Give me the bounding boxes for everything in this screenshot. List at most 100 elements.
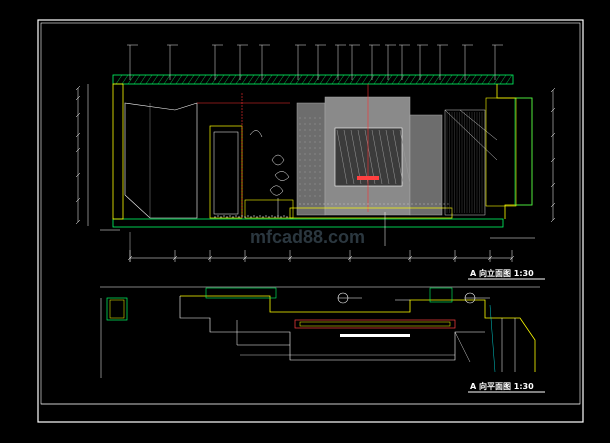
slab-hatch-line xyxy=(235,74,243,85)
plan-view xyxy=(100,286,540,378)
gravel-dot xyxy=(280,216,282,218)
panel-dot xyxy=(304,171,306,173)
gravel-dot xyxy=(274,216,276,218)
console-dot xyxy=(403,203,405,205)
panel-dot xyxy=(314,183,316,185)
slab-hatch-line xyxy=(421,74,429,85)
panel-dot xyxy=(299,177,301,179)
slab-hatch-line xyxy=(427,74,435,85)
panel-dot xyxy=(299,189,301,191)
panel-dot xyxy=(299,159,301,161)
slab-hatch-line xyxy=(193,74,201,85)
console-dot xyxy=(315,203,317,205)
dim-tick xyxy=(550,132,556,138)
slab-hatch-line xyxy=(181,74,189,85)
panel-dot xyxy=(304,117,306,119)
panel-dot xyxy=(299,129,301,131)
console-dot xyxy=(355,203,357,205)
dim-tick xyxy=(550,157,556,163)
panel-dot xyxy=(319,135,321,137)
panel-dot xyxy=(319,159,321,161)
gravel-dot xyxy=(253,215,255,217)
ceiling-slab xyxy=(112,74,514,85)
tv-texture-line xyxy=(350,129,362,185)
panel-dot xyxy=(309,159,311,161)
console-dot xyxy=(399,203,401,205)
panel-dot xyxy=(304,153,306,155)
console-dot xyxy=(303,203,305,205)
slab-hatch-line xyxy=(241,74,249,85)
slab-hatch-line xyxy=(463,74,471,85)
panel-dot xyxy=(304,135,306,137)
slab-hatch-line xyxy=(409,74,417,85)
slab-hatch-line xyxy=(187,74,195,85)
panel-dot xyxy=(299,183,301,185)
panel-dot xyxy=(309,195,311,197)
gravel-dot xyxy=(271,215,273,217)
red-label-block xyxy=(357,176,379,180)
right-wall xyxy=(496,84,533,219)
panel-dot xyxy=(319,177,321,179)
panel-dot xyxy=(319,141,321,143)
console-dot xyxy=(299,203,301,205)
slab-hatch-line xyxy=(259,74,267,85)
gravel-dot xyxy=(229,215,231,217)
slab-hatch-line xyxy=(337,74,345,85)
slab-hatch-line xyxy=(151,74,159,85)
slab-hatch-line xyxy=(205,74,213,85)
gravel-dot xyxy=(247,215,249,217)
dim-tick xyxy=(75,219,81,225)
panel-dot xyxy=(314,177,316,179)
elevation-title: A 向立面图 1:30 xyxy=(470,268,534,278)
slab-hatch-line xyxy=(475,74,483,85)
tv-texture-line xyxy=(385,129,397,185)
console-dot xyxy=(431,203,433,205)
door-inner xyxy=(213,131,239,215)
gravel-dot xyxy=(286,216,288,218)
slab-hatch-line xyxy=(301,74,309,85)
console-dot xyxy=(319,203,321,205)
curtain-panel xyxy=(444,109,486,216)
panel-dot xyxy=(299,117,301,119)
panel-dot xyxy=(314,189,316,191)
panel-dot xyxy=(304,195,306,197)
slab-hatch-line xyxy=(457,74,465,85)
slab-hatch-line xyxy=(331,74,339,85)
console-dot xyxy=(411,203,413,205)
gravel-dot xyxy=(232,216,234,218)
slab-hatch-line xyxy=(373,74,381,85)
panel-dot xyxy=(319,153,321,155)
gravel-dot xyxy=(256,216,258,218)
slab-hatch-line xyxy=(271,74,279,85)
slab-hatch-line xyxy=(445,74,453,85)
console-dot xyxy=(395,203,397,205)
console-dot xyxy=(371,203,373,205)
gravel-dot xyxy=(220,216,222,218)
panel-dot xyxy=(314,129,316,131)
panel-dot xyxy=(319,183,321,185)
slab-hatch-line xyxy=(169,74,177,85)
panel-dot xyxy=(309,141,311,143)
slab-hatch-line xyxy=(499,74,507,85)
console-dot xyxy=(363,203,365,205)
console-dot xyxy=(327,203,329,205)
panel-dot xyxy=(314,195,316,197)
decorative-plant xyxy=(249,130,290,218)
gravel-dot xyxy=(244,216,246,218)
dim-tick xyxy=(550,202,556,208)
dim-tick xyxy=(550,87,556,93)
dim-tick xyxy=(75,197,81,203)
panel-dot xyxy=(309,129,311,131)
gravel-dot xyxy=(268,216,270,218)
panel-dot xyxy=(304,123,306,125)
gravel-dot xyxy=(217,215,219,217)
panel-dot xyxy=(319,195,321,197)
tv-texture-line xyxy=(378,129,390,185)
panel-dot xyxy=(309,177,311,179)
dim-tick xyxy=(550,217,556,223)
gravel-dot xyxy=(238,216,240,218)
slab-hatch-line xyxy=(469,74,477,85)
slab-hatch-line xyxy=(307,74,315,85)
console-dot xyxy=(415,203,417,205)
console-dot xyxy=(367,203,369,205)
